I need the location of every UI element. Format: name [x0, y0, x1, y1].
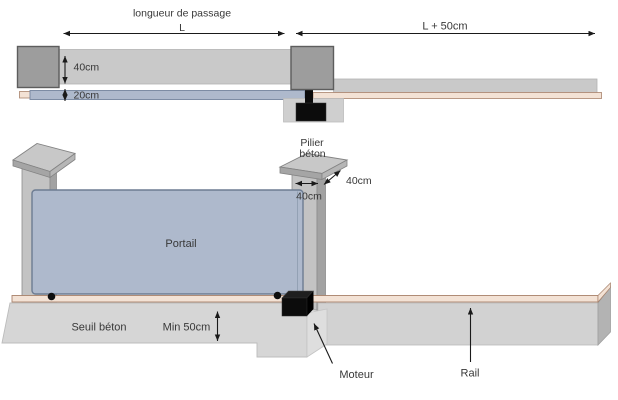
motor-leader-line [313, 323, 333, 364]
threshold-slab [1, 302, 308, 358]
gate-panel [31, 189, 304, 295]
rail-beam-front [317, 302, 599, 346]
threshold-label: Seuil béton [71, 322, 126, 334]
pillar-depth-arrow [323, 170, 341, 185]
plan-threshold-band [57, 49, 302, 85]
plan-view: longueur de passage L L + 50cm 40cm 20cm [16, 8, 602, 123]
extension-length-label: L + 50cm [422, 21, 467, 33]
passage-length-label: longueur de passage [133, 8, 231, 20]
pillar-label-line2: béton [299, 148, 325, 160]
pillar-depth-label: 40cm [346, 175, 372, 187]
rail-label: Rail [461, 368, 480, 380]
pillar-width-label: 40cm [296, 191, 322, 203]
gate-roller-left [47, 292, 56, 301]
depth-40cm-label: 40cm [74, 62, 100, 74]
threshold-min-label: Min 50cm [163, 322, 211, 334]
elevation-rail-slant [597, 282, 611, 303]
plan-motor-stem [305, 90, 313, 104]
plan-pillar-left [16, 45, 60, 89]
plan-pillar-middle [290, 45, 335, 91]
pillar-label-line1: Pilier [300, 137, 324, 149]
motor-cube-side [307, 291, 314, 316]
plan-motor [295, 102, 327, 122]
motor-foundation-side [306, 308, 328, 358]
motor-label: Moteur [339, 369, 374, 381]
offset-20cm-label: 20cm [74, 90, 100, 102]
pillar-left-cap-edge-right [49, 152, 76, 179]
elevation-view: Pilier béton 40cm 40cm Portail Seuil bét… [1, 137, 611, 381]
gate-label: Portail [165, 238, 196, 250]
plan-gate-strip [29, 90, 306, 100]
plan-rail-left-end [19, 91, 31, 99]
motor-cube-front [281, 297, 308, 317]
plan-rail-right [312, 92, 602, 99]
passage-symbol-label: L [179, 22, 185, 34]
plan-rail-beam-band [333, 78, 598, 94]
gate-roller-right [273, 291, 282, 300]
